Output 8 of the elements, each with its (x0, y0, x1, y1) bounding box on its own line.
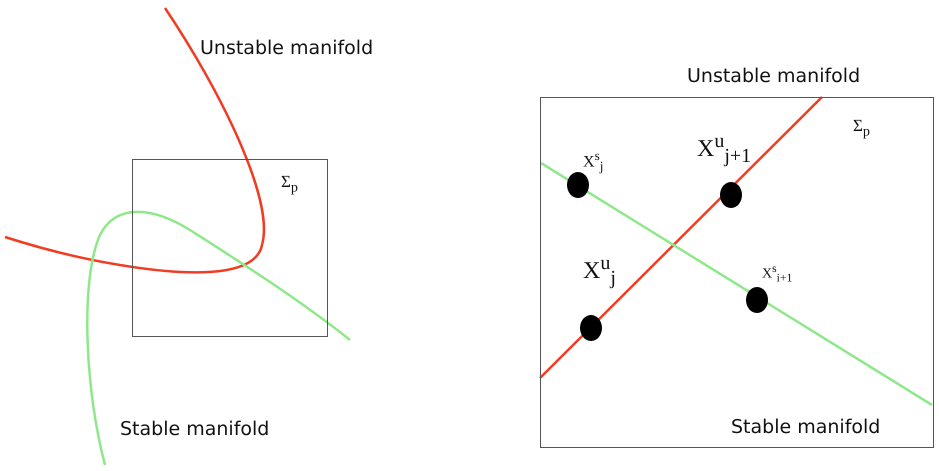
curve-label: Unstable manifold (200, 37, 374, 59)
curve-label: Unstable manifold (687, 65, 860, 87)
curve-label: Stable manifold (731, 416, 880, 438)
section-symbol: Σ$_{p}$ (281, 172, 298, 196)
section-box (540, 97, 934, 448)
section-symbol: Σ$_{p}$ (853, 116, 870, 140)
section-box (132, 159, 328, 337)
curve-label: Stable manifold (120, 418, 270, 440)
